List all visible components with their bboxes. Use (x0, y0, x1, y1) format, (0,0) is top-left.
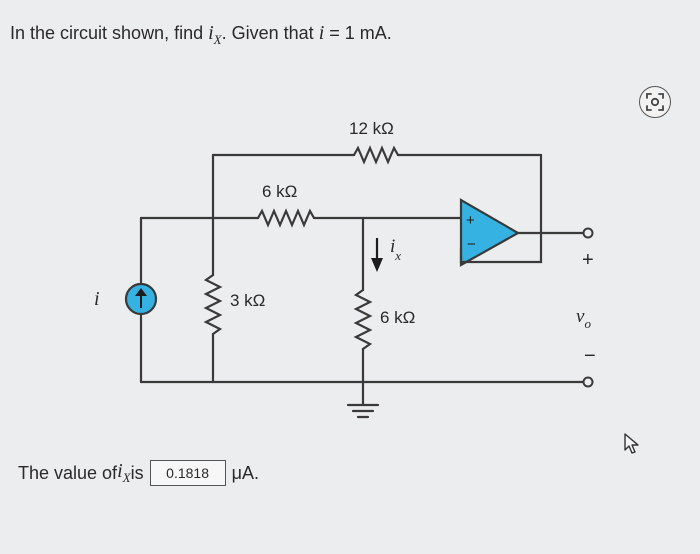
r-top-label: 12 kΩ (349, 119, 394, 138)
question-prefix: In the circuit shown, find (10, 23, 209, 43)
answer-is: is (130, 462, 144, 483)
answer-row: The value of iX is 0.1818 μA. (18, 460, 259, 486)
opamp-minus: − (467, 236, 476, 253)
answer-prefix: The value of (18, 462, 118, 483)
answer-unit: μA. (231, 462, 259, 483)
question-middle: . Given that (221, 23, 319, 43)
answer-input[interactable]: 0.1818 (149, 460, 226, 486)
question-given-value: = 1 mA. (324, 23, 392, 43)
cursor-icon (624, 433, 639, 454)
scan-button[interactable] (639, 86, 671, 118)
ix-label: ix (390, 236, 401, 263)
ix-arrow-icon (371, 238, 383, 272)
question-ix: iX (208, 22, 222, 47)
source-label: i (94, 288, 100, 310)
scan-icon (646, 93, 664, 111)
answer-var: iX (117, 460, 131, 485)
opamp-plus: + (466, 212, 475, 229)
output-terminal-bottom (582, 376, 594, 388)
r-shunt-label: 3 kΩ (230, 291, 265, 310)
question-text: In the circuit shown, find iX. Given tha… (10, 22, 392, 48)
output-terminal-top (582, 227, 594, 239)
r-mid-label: 6 kΩ (262, 182, 297, 201)
out-plus: + (582, 249, 594, 271)
question-i: i (318, 22, 325, 44)
out-minus: − (584, 345, 596, 367)
r-bottom-label: 6 kΩ (380, 308, 415, 327)
vo-label: vo (576, 306, 591, 331)
